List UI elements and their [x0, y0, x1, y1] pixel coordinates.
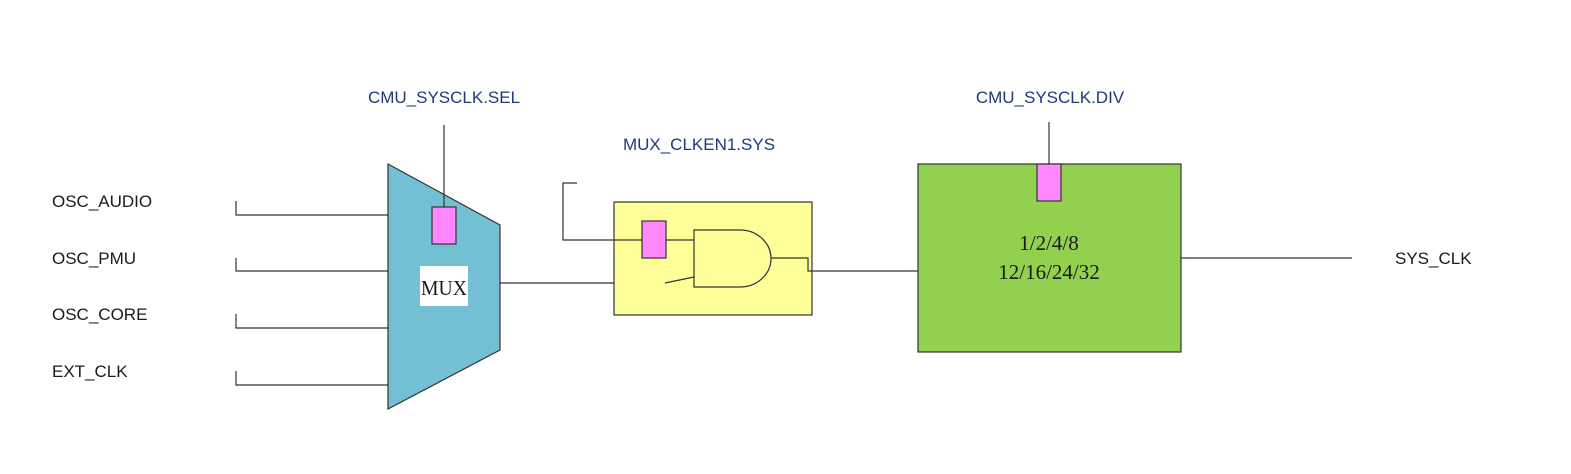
- and-gate-input-b: [664, 276, 695, 284]
- divider-ratios-line1: 1/2/4/8: [1019, 231, 1079, 255]
- divider-ratios-line2: 12/16/24/32: [998, 260, 1100, 284]
- input-wire-osc-pmu: [235, 258, 388, 272]
- gate-enable-line: [562, 182, 642, 241]
- input-wire-osc-core: [235, 314, 388, 329]
- mux-select-register-bit: [431, 206, 457, 245]
- input-label-osc-pmu: OSC_PMU: [52, 249, 136, 268]
- gate-enable-register-label: MUX_CLKEN1.SYS: [623, 135, 775, 154]
- divider-register-bit: [1036, 163, 1062, 202]
- gate-output-wire: [771, 257, 918, 272]
- and-gate-symbol: [693, 229, 772, 288]
- mux-select-register-label: CMU_SYSCLK.SEL: [368, 88, 520, 107]
- input-label-osc-core: OSC_CORE: [52, 305, 147, 324]
- input-wire-osc-audio: [235, 201, 388, 216]
- mux-label-box: [420, 266, 468, 306]
- divider-register-label: CMU_SYSCLK.DIV: [976, 88, 1125, 107]
- input-label-osc-audio: OSC_AUDIO: [52, 192, 152, 211]
- input-wire-ext-clk: [235, 371, 388, 386]
- output-label-sys-clk: SYS_CLK: [1395, 249, 1472, 268]
- mux-label: MUX: [421, 276, 467, 300]
- gate-enable-register-bit: [641, 220, 667, 259]
- input-label-ext-clk: EXT_CLK: [52, 362, 128, 381]
